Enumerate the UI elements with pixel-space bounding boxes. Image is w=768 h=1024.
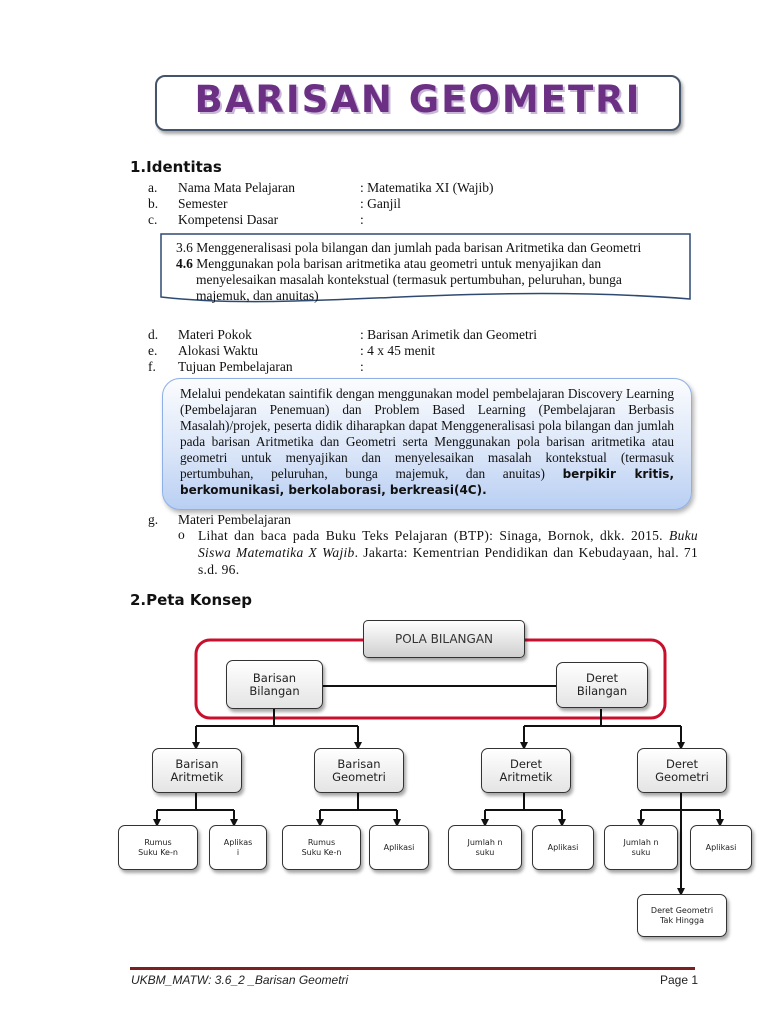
- row-letter: c.: [148, 212, 158, 227]
- identity-row-materi: d. Materi Pokok : Barisan Arimetik dan G…: [148, 327, 708, 343]
- tujuan-4c: berpikir kritis, berkomunikasi, berkolab…: [180, 467, 675, 497]
- node-leaf-jumlah-dg: Jumlah n suku: [604, 825, 678, 870]
- kompetensi-dasar-box: [160, 233, 691, 303]
- kd-line-3-6: 3.6 Menggeneralisasi pola bilangan dan j…: [176, 240, 642, 255]
- node-label-line1: Deret: [666, 756, 698, 771]
- row-letter: a.: [148, 180, 158, 195]
- node-leaf-aplikasi-da: Aplikasi: [532, 825, 594, 870]
- node-label-line2: suku: [475, 847, 495, 857]
- section-identitas-heading: 1.Identitas: [130, 158, 222, 176]
- node-deret-bilangan: Deret Bilangan: [556, 662, 648, 708]
- section-peta-konsep-heading: 2.Peta Konsep: [130, 591, 252, 609]
- footer-document-code: UKBM_MATW: 3.6_2 _Barisan Geometri: [131, 973, 349, 987]
- node-label-line1: Deret: [510, 756, 542, 771]
- identity-row-semester: b. Semester : Ganjil: [148, 196, 708, 212]
- bullet-marker: o: [178, 527, 185, 542]
- node-label-line2: i: [236, 847, 240, 857]
- node-label-line1: Jumlah n: [467, 837, 503, 847]
- row-label: Kompetensi Dasar: [178, 212, 279, 227]
- row-value: : Barisan Arimetik dan Geometri: [360, 327, 537, 342]
- node-leaf-rumus-bg: Rumus Suku Ke-n: [282, 825, 361, 870]
- node-barisan-bilangan: Barisan Bilangan: [226, 660, 323, 709]
- kd-line-cont-1: menyelesaikan masalah kontekstual (terma…: [196, 272, 622, 287]
- row-label: Tujuan Pembelajaran: [178, 359, 293, 374]
- node-label-line2: Tak Hingga: [659, 915, 704, 925]
- node-label: Aplikasi: [705, 842, 737, 852]
- node-label-line1: Deret Geometri: [650, 905, 714, 915]
- row-label: Nama Mata Pelajaran: [178, 180, 295, 195]
- node-leaf-deret-tak-hingga: Deret Geometri Tak Hingga: [637, 894, 727, 937]
- node-label-line1: Barisan: [252, 670, 297, 685]
- node-label-line1: Deret: [586, 671, 618, 685]
- node-label: POLA BILANGAN: [394, 631, 494, 646]
- tujuan-text: Melalui pendekatan saintifik dengan meng…: [180, 386, 674, 498]
- identity-row-kd: c. Kompetensi Dasar :: [148, 212, 708, 228]
- node-pola-bilangan: POLA BILANGAN: [363, 620, 525, 658]
- reference-part-1: Lihat dan baca pada Buku Teks Pelajaran …: [198, 528, 663, 543]
- row-value: : 4 x 45 menit: [360, 343, 435, 358]
- node-label-line2: Geometri: [655, 769, 709, 784]
- node-barisan-aritmetik: Barisan Aritmetik: [152, 748, 242, 793]
- node-label-line2: Bilangan: [576, 684, 628, 698]
- node-barisan-geometri: Barisan Geometri: [314, 748, 404, 793]
- row-value: : Ganjil: [360, 196, 401, 211]
- row-value: :: [360, 359, 364, 374]
- node-label-line2: Suku Ke-n: [138, 847, 178, 857]
- node-label-line2: Aritmetik: [499, 769, 553, 784]
- node-label-line2: Geometri: [332, 769, 386, 784]
- node-leaf-rumus-ba: Rumus Suku Ke-n: [118, 825, 198, 870]
- page-title: BARISAN GEOMETRI: [194, 78, 642, 121]
- node-label-line1: Rumus: [144, 837, 172, 847]
- tujuan-box: [162, 378, 692, 510]
- materi-reference: Lihat dan baca pada Buku Teks Pelajaran …: [198, 527, 698, 578]
- kd-4-6-number: 4.6: [176, 256, 193, 271]
- reference-part-3: Kebudayaan, hal. 71 s.d. 96.: [198, 545, 698, 577]
- node-label-line2: Aritmetik: [170, 769, 224, 784]
- reference-book-title: Buku Siswa Matematika X Wajib: [198, 528, 698, 560]
- node-deret-aritmetik: Deret Aritmetik: [481, 748, 571, 793]
- row-letter: b.: [148, 196, 159, 211]
- node-label-line1: Barisan: [175, 756, 219, 771]
- identity-row-subject: a. Nama Mata Pelajaran : Matematika XI (…: [148, 180, 708, 196]
- row-letter: e.: [148, 343, 158, 358]
- row-value: :: [360, 212, 364, 227]
- identity-row-alokasi: e. Alokasi Waktu : 4 x 45 menit: [148, 343, 708, 359]
- footer-page-number: Page 1: [660, 973, 699, 987]
- node-label-line1: Rumus: [307, 837, 336, 847]
- row-letter: g.: [148, 512, 159, 527]
- row-label: Semester: [178, 196, 228, 211]
- tujuan-body: Melalui pendekatan saintifik dengan meng…: [180, 386, 674, 481]
- footer-rule: [130, 967, 695, 970]
- node-leaf-jumlah-da: Jumlah n suku: [448, 825, 522, 870]
- identity-row-tujuan: f. Tujuan Pembelajaran :: [148, 359, 708, 375]
- row-value: : Matematika XI (Wajib): [360, 180, 494, 195]
- node-label-line1: Barisan: [337, 756, 381, 771]
- node-label-line2: Bilangan: [249, 683, 300, 698]
- node-deret-geometri: Deret Geometri: [637, 748, 727, 793]
- node-label-line2: suku: [631, 847, 651, 857]
- row-label: Materi Pembelajaran: [178, 512, 291, 527]
- node-label-line1: Aplikas: [223, 837, 253, 847]
- kd-line-cont-2: majemuk, dan anuitas): [196, 288, 319, 303]
- row-label: Materi Pokok: [178, 327, 252, 342]
- node-label-line2: Suku Ke-n: [301, 847, 342, 857]
- node-label: Aplikasi: [383, 842, 415, 852]
- row-letter: d.: [148, 327, 159, 342]
- node-label: Aplikasi: [547, 842, 579, 852]
- row-label: Alokasi Waktu: [178, 343, 259, 358]
- title-frame: [155, 75, 681, 131]
- identity-row-materi-pembelajaran: g. Materi Pembelajaran: [148, 512, 708, 528]
- node-leaf-aplikasi-dg: Aplikasi: [690, 825, 752, 870]
- row-letter: f.: [148, 359, 156, 374]
- node-label-line1: Jumlah n: [623, 837, 659, 847]
- node-leaf-aplikasi-bg: Aplikasi: [369, 825, 429, 870]
- kompetensi-dasar-text: 3.6 Menggeneralisasi pola bilangan dan j…: [176, 240, 676, 304]
- kd-line-4-6: 4.6 Menggunakan pola barisan aritmetika …: [176, 256, 676, 272]
- node-leaf-aplikasi-ba: Aplikas i: [209, 825, 267, 870]
- reference-part-2: . Jakarta: Kementrian Pendidikan dan: [354, 545, 574, 560]
- kd-4-6-text: Menggunakan pola barisan aritmetika atau…: [192, 256, 602, 271]
